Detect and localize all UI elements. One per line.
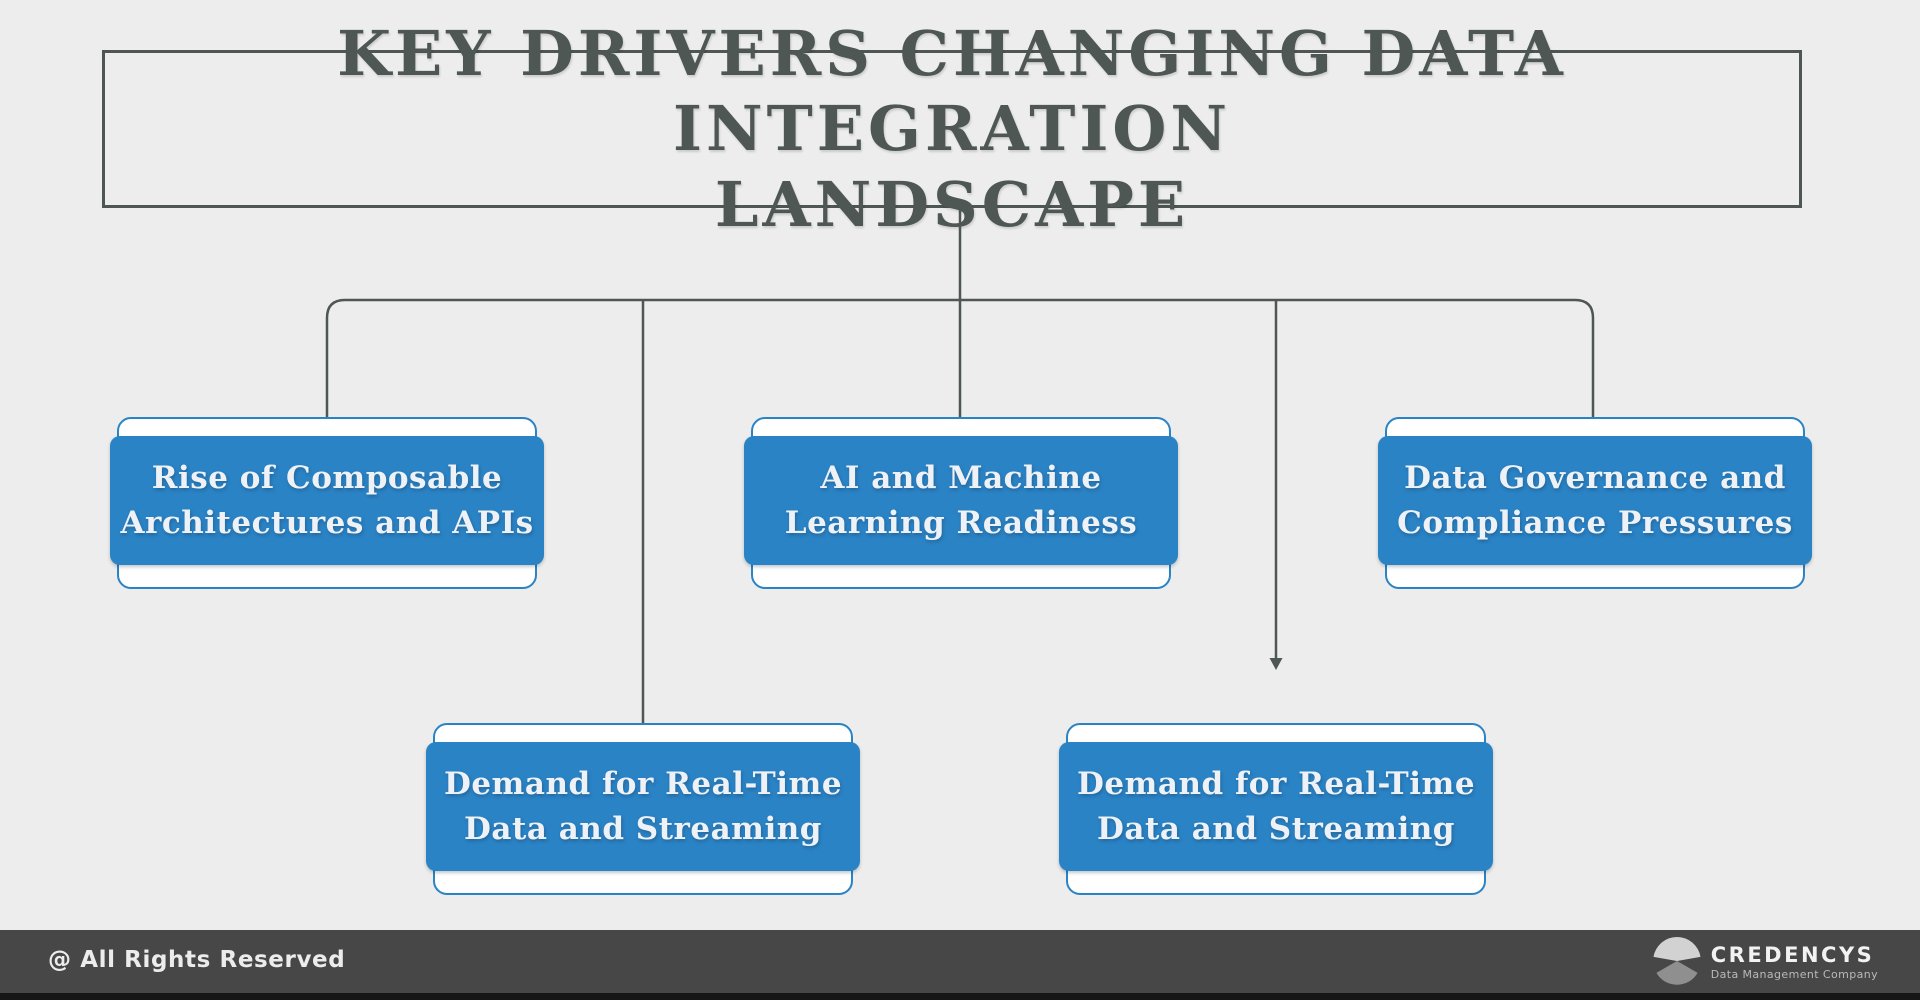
card-fill: Demand for Real-Time Data and Streaming <box>426 742 860 871</box>
driver-box-rise-of-composable-architectures: Rise of Composable Architectures and API… <box>110 417 544 589</box>
copyright-text: @ All Rights Reserved <box>48 947 346 973</box>
card-fill: AI and Machine Learning Readiness <box>744 436 1178 565</box>
footer-bar: @ All Rights Reserved CREDENCYS Data Man… <box>0 930 1920 993</box>
card-fill: Rise of Composable Architectures and API… <box>110 436 544 565</box>
logo-text-block: CREDENCYS Data Management Company <box>1711 942 1878 981</box>
driver-label: Data Governance and Compliance Pressures <box>1397 459 1793 541</box>
credencys-logo: CREDENCYS Data Management Company <box>1651 935 1878 987</box>
driver-label: AI and Machine Learning Readiness <box>784 459 1138 541</box>
page-title: KEY DRIVERS CHANGING DATA INTEGRATION LA… <box>337 16 1567 241</box>
driver-box-real-time-data-streaming-left: Demand for Real-Time Data and Streaming <box>426 723 860 895</box>
brand-tagline: Data Management Company <box>1710 967 1878 981</box>
card-fill: Demand for Real-Time Data and Streaming <box>1059 742 1493 871</box>
connector-distribution-bar <box>325 298 1595 422</box>
arrowhead-icon <box>1269 658 1283 670</box>
driver-label: Demand for Real-Time Data and Streaming <box>1076 765 1476 847</box>
title-box: KEY DRIVERS CHANGING DATA INTEGRATION LA… <box>102 17 1802 241</box>
driver-label: Demand for Real-Time Data and Streaming <box>443 765 843 847</box>
driver-box-real-time-data-streaming-right: Demand for Real-Time Data and Streaming <box>1059 723 1493 895</box>
driver-label: Rise of Composable Architectures and API… <box>120 459 534 541</box>
credencys-logo-icon <box>1653 936 1701 985</box>
brand-name: CREDENCYS <box>1710 942 1875 967</box>
driver-box-ai-machine-learning-readiness: AI and Machine Learning Readiness <box>744 417 1178 589</box>
driver-box-data-governance-compliance: Data Governance and Compliance Pressures <box>1378 417 1812 589</box>
card-fill: Data Governance and Compliance Pressures <box>1378 436 1812 565</box>
footer-bottom-strip <box>0 993 1920 1000</box>
